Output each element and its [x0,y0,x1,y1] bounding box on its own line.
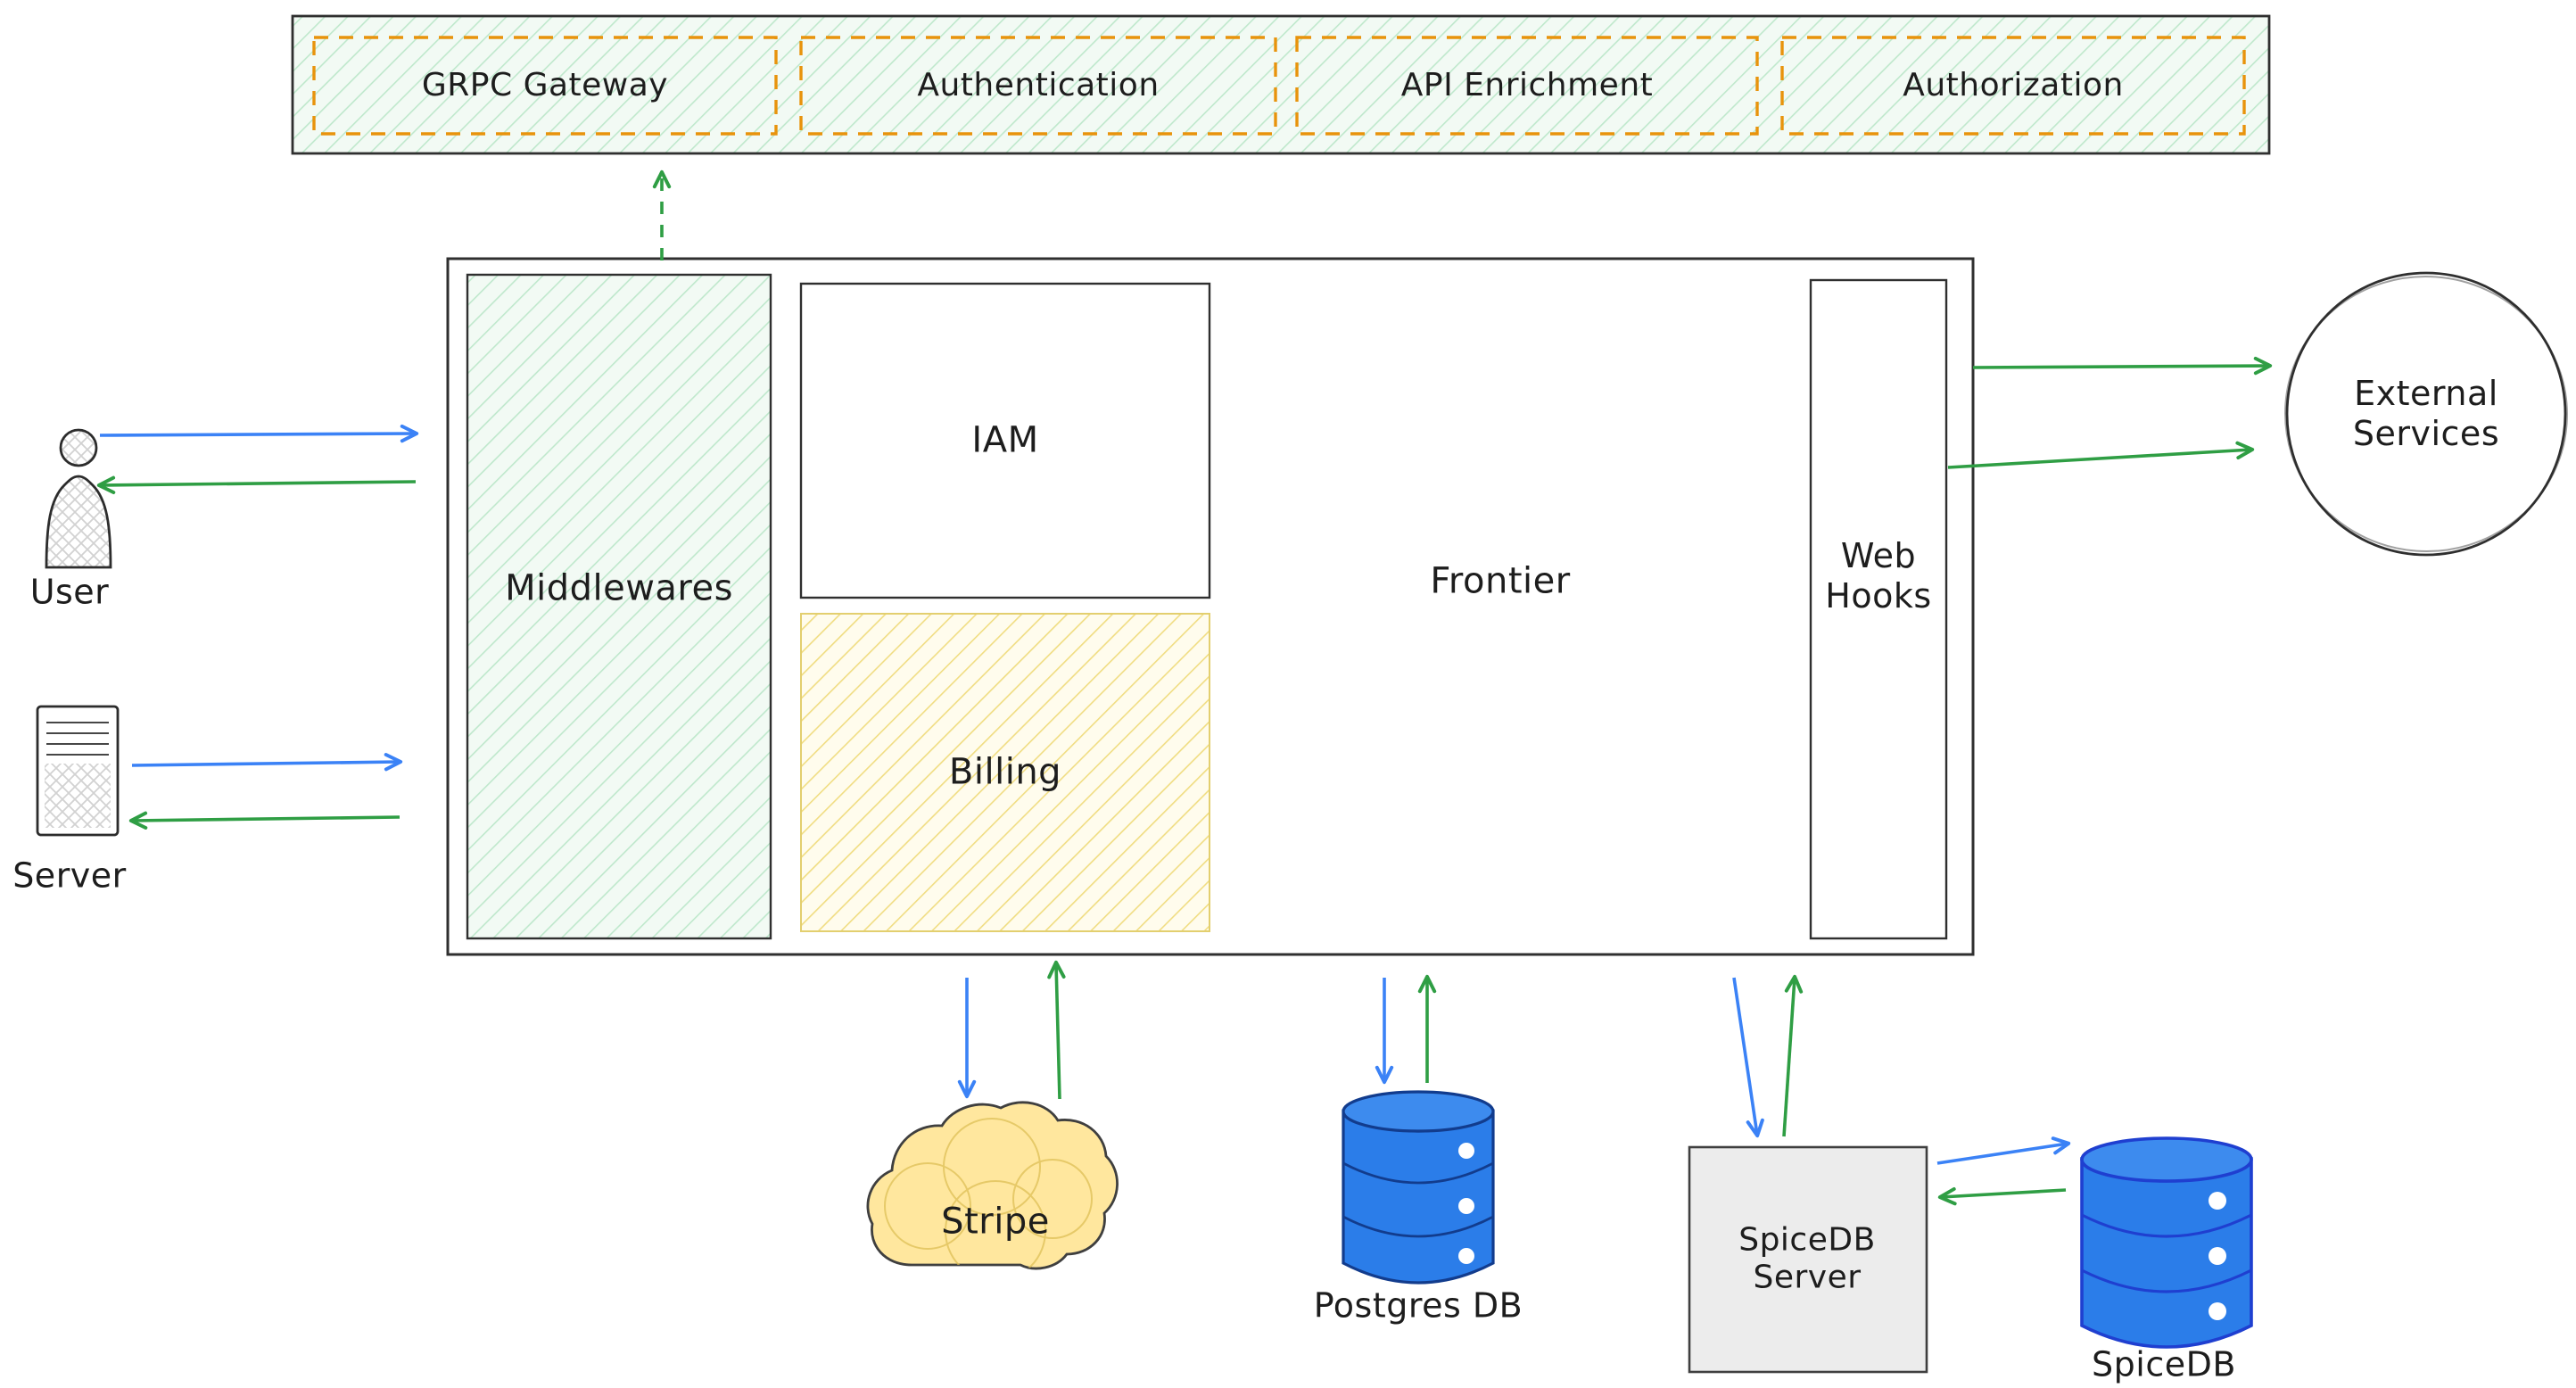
postgres-label: Postgres DB [1313,1285,1523,1326]
topbar-slot-authorization [1780,36,2246,136]
topbar-slot-grpc-gateway [312,36,778,136]
topbar-item-grpc-gateway-label: GRPC Gateway [421,66,669,103]
user-icon [45,428,112,569]
topbar-item-authentication-label: Authentication [917,66,1160,103]
postgres-db-icon [1342,1090,1495,1285]
spicedb-label: SpiceDB [2092,1344,2236,1384]
webhooks-label-line1: Web [1840,536,1917,576]
middlewares-label: Middlewares [505,567,733,609]
arrow-spicedb-to-spicedb-server-green [1937,1186,2067,1206]
iam-box [799,282,1211,599]
external-services-circle [2284,271,2568,557]
topbar-item-api-enrichment-label: API Enrichment [1400,66,1654,103]
frontier-label: Frontier [1430,560,1571,602]
arrow-server-to-frontier-blue [131,753,403,772]
top-bar [291,14,2271,155]
spicedb-server-label-line2: Server [1753,1260,1862,1296]
spicedb-server-label: SpiceDB Server [1738,1222,1876,1298]
server-icon [36,705,120,837]
billing-label: Billing [948,751,1062,793]
webhooks-label: Web Hooks [1825,536,1931,616]
webhooks-box [1809,278,1948,940]
iam-label: IAM [971,419,1039,461]
arrow-frontier-to-external-green-1 [1972,356,2273,376]
external-services-label-line2: Services [2352,414,2500,453]
spicedb-db-icon [2080,1136,2253,1349]
arrow-frontier-to-user-green [96,475,417,495]
arrow-stripe-to-billing-green [1047,960,1066,1100]
topbar-slot-api-enrichment [1295,36,1759,136]
spicedb-server-label-line1: SpiceDB [1738,1221,1876,1259]
server-label: Server [12,855,127,896]
spicedb-server-box [1688,1145,1928,1374]
topbar-item-authorization-label: Authorization [1903,66,2124,103]
arrow-frontier-to-spicedb-server-blue [1732,977,1764,1138]
topbar-slot-authentication [799,36,1277,136]
arrow-user-to-frontier-blue [99,424,419,443]
arrow-frontier-to-external-green-2 [1947,441,2255,469]
stripe-cloud-icon [866,1101,1119,1270]
billing-box [800,613,1210,932]
arrow-spicedb-server-to-frontier-green [1782,974,1804,1137]
external-services-label-line1: External [2354,374,2498,414]
user-label: User [29,572,110,612]
arrow-spicedb-server-to-spicedb-blue [1936,1136,2071,1165]
external-services-label: External Services [2353,374,2499,454]
arrow-frontier-to-server-green [128,811,400,830]
webhooks-label-line2: Hooks [1825,576,1932,616]
middlewares-box [466,273,772,940]
stripe-label: Stripe [941,1201,1050,1243]
